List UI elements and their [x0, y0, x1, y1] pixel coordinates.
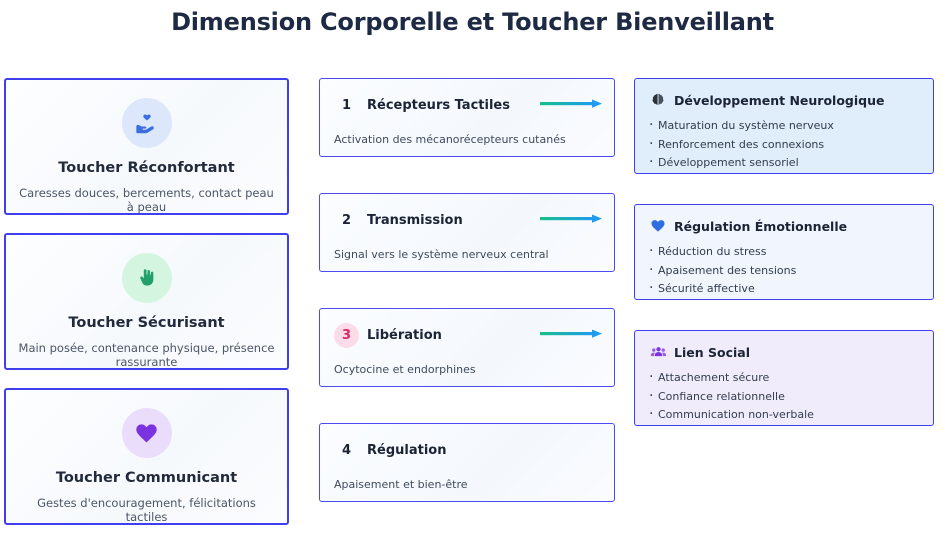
benefit-title: Régulation Émotionnelle: [674, 218, 848, 234]
benefit-title: Lien Social: [674, 344, 750, 360]
step-header: 3 Libération: [334, 323, 600, 348]
step-number: 2: [341, 213, 352, 228]
benefit-panel[interactable]: Régulation Émotionnelle Réduction du str…: [634, 204, 934, 300]
step-card[interactable]: 3 Libération Ocytocine et endorphines: [319, 308, 615, 387]
arrow-right-icon: [540, 329, 602, 338]
icon-badge: [121, 98, 172, 148]
benefit-list-item: Sécurité affective: [649, 279, 919, 299]
benefit-list: Maturation du système nerveux Renforceme…: [649, 116, 919, 173]
touch-card-description: Caresses douces, bercements, contact pea…: [19, 186, 274, 214]
step-number: 1: [341, 98, 352, 113]
benefit-list: Attachement sécure Confiance relationnel…: [649, 368, 919, 425]
touch-card[interactable]: Toucher Communicant Gestes d'encourageme…: [4, 388, 289, 525]
touch-card[interactable]: Toucher Réconfortant Caresses douces, be…: [4, 78, 289, 215]
benefits-column: Développement Neurologique Maturation du…: [634, 78, 934, 456]
step-number: 4: [341, 443, 352, 458]
benefit-title: Développement Neurologique: [674, 92, 885, 108]
benefit-list-item: Réduction du stress: [649, 242, 919, 262]
step-description: Apaisement et bien-être: [334, 478, 468, 491]
benefit-panel[interactable]: Développement Neurologique Maturation du…: [634, 78, 934, 174]
benefit-list-item: Confiance relationnelle: [649, 387, 919, 407]
benefit-list-item: Communication non-verbale: [649, 405, 919, 425]
benefit-list-item: Attachement sécure: [649, 368, 919, 388]
benefit-list-item: Apaisement des tensions: [649, 261, 919, 281]
touch-card-title: Toucher Communicant: [55, 470, 238, 486]
step-description: Ocytocine et endorphines: [334, 363, 476, 376]
arrow-right-icon: [540, 214, 602, 223]
touch-card-description: Gestes d'encouragement, félicitations ta…: [37, 496, 256, 524]
benefit-list-item: Développement sensoriel: [649, 153, 919, 173]
touch-card-title: Toucher Réconfortant: [58, 160, 235, 176]
benefit-header: Lien Social: [649, 343, 919, 361]
benefit-list-item: Renforcement des connexions: [649, 135, 919, 155]
step-header: 1 Récepteurs Tactiles: [334, 93, 600, 118]
touch-card-title: Toucher Sécurisant: [68, 315, 225, 331]
step-card[interactable]: 1 Récepteurs Tactiles Activation des méc…: [319, 78, 615, 157]
step-title: Récepteurs Tactiles: [367, 98, 510, 113]
icon-badge: [121, 253, 172, 303]
arrow-right-icon: [540, 99, 602, 108]
step-header: 2 Transmission: [334, 208, 600, 233]
step-title: Transmission: [367, 213, 463, 228]
step-description: Signal vers le système nerveux central: [334, 248, 549, 261]
hand-holding-heart-icon: [135, 114, 154, 134]
brain-icon: [649, 91, 667, 109]
step-description: Activation des mécanorécepteurs cutanés: [334, 133, 566, 146]
step-title: Régulation: [367, 443, 447, 458]
page-title: Dimension Corporelle et Toucher Bienveil…: [171, 8, 774, 36]
step-number: 3: [334, 323, 359, 348]
people-group-icon: [649, 343, 667, 361]
touch-card[interactable]: Toucher Sécurisant Main posée, contenanc…: [4, 233, 289, 370]
benefit-header: Développement Neurologique: [649, 91, 919, 109]
heart-icon: [136, 423, 157, 442]
step-card[interactable]: 4 Régulation Apaisement et bien-être: [319, 423, 615, 502]
benefit-list-item: Maturation du système nerveux: [649, 116, 919, 136]
hand-gesture-icon: [139, 269, 153, 286]
process-steps-column: 1 Récepteurs Tactiles Activation des méc…: [319, 78, 615, 538]
step-title: Libération: [367, 328, 442, 343]
step-header: 4 Régulation: [334, 438, 600, 463]
touch-types-column: Toucher Réconfortant Caresses douces, be…: [4, 78, 289, 543]
heart-icon: [649, 217, 667, 235]
benefit-panel[interactable]: Lien Social Attachement sécure Confiance…: [634, 330, 934, 426]
icon-badge: [121, 408, 172, 458]
touch-card-description: Main posée, contenance physique, présenc…: [18, 341, 275, 369]
benefit-header: Régulation Émotionnelle: [649, 217, 919, 235]
step-card[interactable]: 2 Transmission Signal vers le système ne…: [319, 193, 615, 272]
benefit-list: Réduction du stress Apaisement des tensi…: [649, 242, 919, 299]
